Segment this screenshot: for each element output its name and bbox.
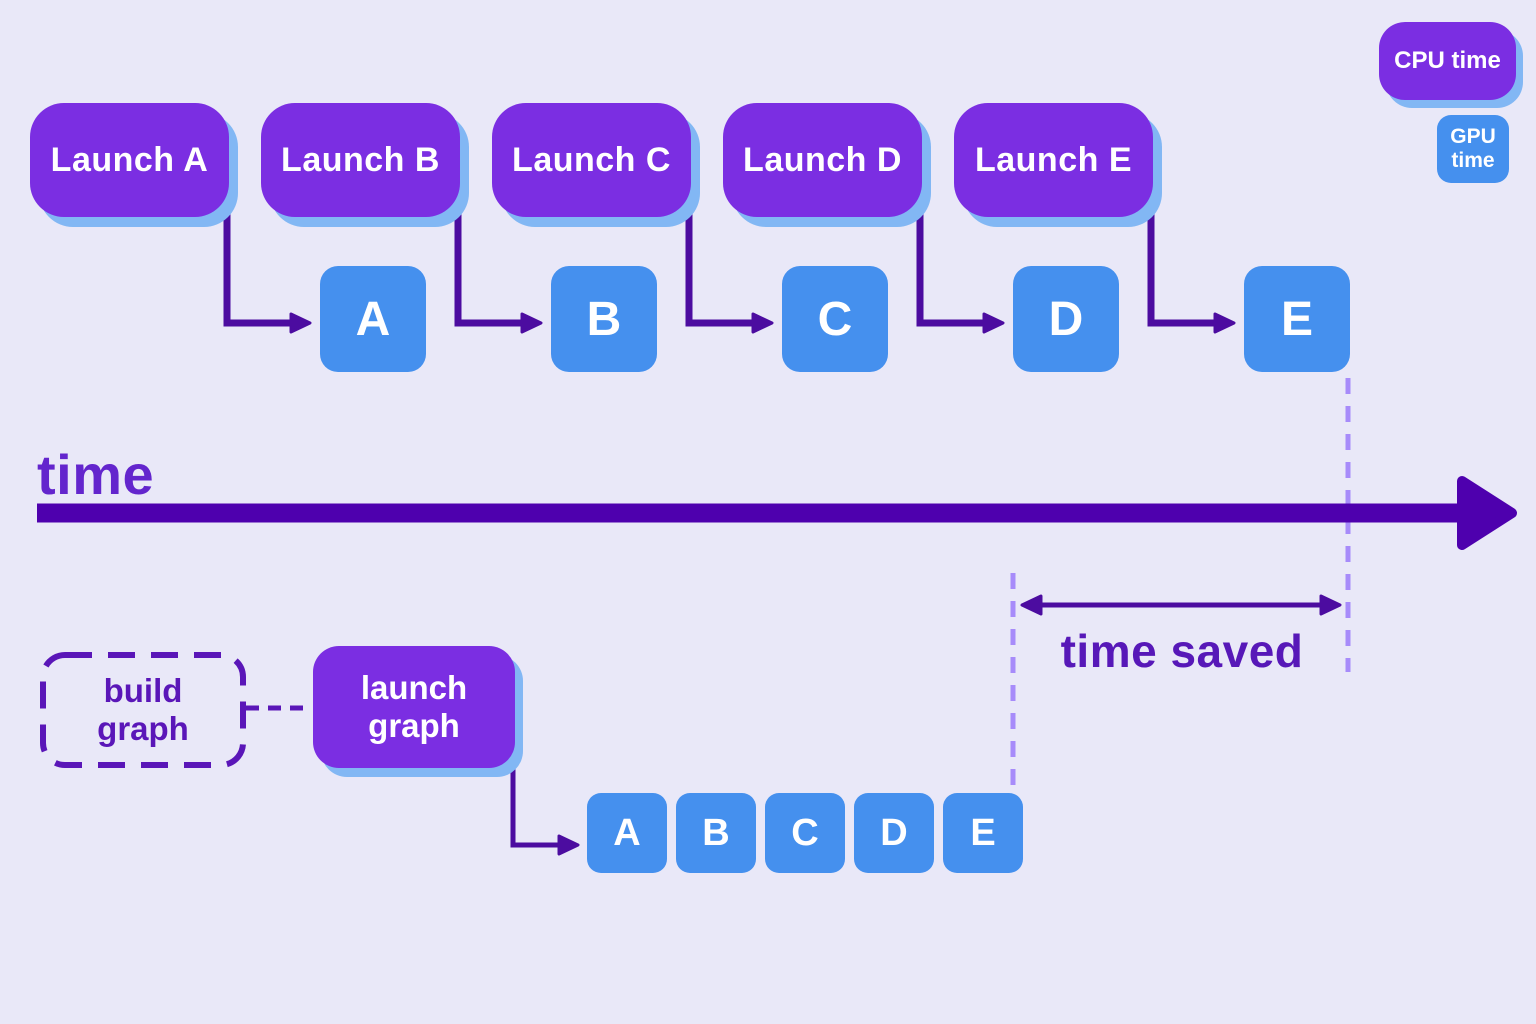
cpu-launch-label: Launch A — [50, 140, 209, 179]
time-axis-arrowhead-icon — [1457, 476, 1517, 550]
build-graph-label: build graph — [97, 672, 189, 747]
graph-block-label: D — [880, 811, 908, 854]
cpu-launch-label: Launch C — [512, 140, 671, 179]
legend-gpu-time-label: GPU time — [1450, 125, 1496, 172]
graph-block-label: C — [791, 811, 819, 854]
gpu-block-e: E — [1244, 266, 1350, 372]
cpu-launch-label: Launch E — [974, 140, 1133, 179]
graph-block-d: D — [854, 793, 934, 873]
cpu-launch-pill-b: Launch B — [261, 103, 460, 217]
arrow-launch-b-to-block-b — [454, 212, 543, 334]
graph-block-label: E — [970, 811, 996, 854]
graph-block-label: A — [613, 811, 641, 854]
arrow-launch-graph-to-block-a — [510, 766, 580, 856]
cpu-launch-label: Launch B — [281, 140, 440, 179]
graph-block-a: A — [587, 793, 667, 873]
legend-cpu-time: CPU time — [1379, 22, 1516, 100]
gpu-block-c: C — [782, 266, 888, 372]
cpu-launch-pill-d: Launch D — [723, 103, 922, 217]
legend-cpu-time-label: CPU time — [1394, 47, 1501, 74]
graph-block-c: C — [765, 793, 845, 873]
arrow-launch-a-to-block-a — [223, 212, 312, 334]
cpu-launch-pill-a: Launch A — [30, 103, 229, 217]
graph-block-b: B — [676, 793, 756, 873]
launch-graph-box: launch graph — [313, 646, 515, 768]
gpu-block-d: D — [1013, 266, 1119, 372]
cpu-launch-label: Launch D — [743, 140, 902, 179]
gpu-block-b: B — [551, 266, 657, 372]
cpu-launch-pill-e: Launch E — [954, 103, 1153, 217]
graph-block-label: B — [702, 811, 730, 854]
build-graph-box: build graph — [40, 652, 246, 768]
arrow-launch-d-to-block-d — [916, 212, 1005, 334]
arrow-launch-c-to-block-c — [685, 212, 774, 334]
time-saved-label: time saved — [1060, 625, 1304, 677]
build-graph-outline — [40, 652, 246, 768]
gpu-block-label: A — [355, 292, 391, 346]
arrow-launch-e-to-block-e — [1147, 212, 1236, 334]
gpu-block-label: D — [1048, 292, 1084, 346]
graph-block-e: E — [943, 793, 1023, 873]
gpu-block-label: C — [817, 292, 853, 346]
gpu-block-a: A — [320, 266, 426, 372]
gpu-block-label: B — [586, 292, 622, 346]
legend-gpu-time: GPU time — [1437, 115, 1509, 183]
cpu-launch-pill-c: Launch C — [492, 103, 691, 217]
time-axis-label: time — [37, 443, 155, 506]
launch-graph-label: launch graph — [360, 669, 468, 744]
gpu-block-label: E — [1280, 292, 1313, 346]
